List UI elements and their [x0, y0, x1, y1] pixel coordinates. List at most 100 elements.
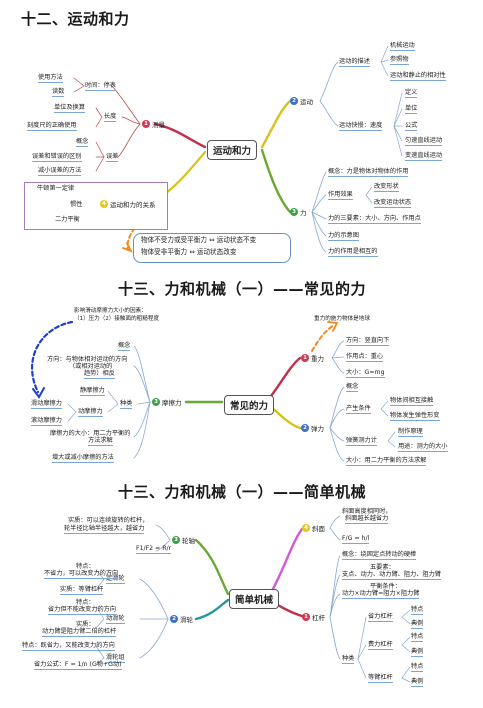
motion-fast: 运动快慢：速度	[339, 122, 383, 131]
lever-kind: 种类	[342, 655, 355, 664]
measure-error-diff: 误差和错误的区别	[32, 153, 82, 162]
badge-1: 1	[301, 354, 309, 362]
branch-lever-label: 杠杆	[312, 614, 325, 622]
group-formula: 省力公式：F = 1/n (G物+G动)	[34, 661, 122, 670]
branch-force-label: 力	[300, 209, 307, 217]
branch-elastic: 2 弹力	[301, 423, 324, 433]
incline-formula: F/G = h/l	[342, 535, 370, 544]
measure-error: 误差	[106, 153, 119, 162]
branch-relation: 4 运动和力的关系	[100, 199, 156, 209]
lever-five-1: 五要素：	[370, 564, 395, 571]
branch-pulley-label: 滑轮	[180, 616, 193, 624]
badge-3: 3	[290, 208, 298, 216]
speed-var: 变速直线运动	[405, 152, 443, 161]
move-feat-2: 省力但不能改变力的方向	[48, 606, 117, 615]
incline-line-2: 斜面越长越省力	[345, 515, 389, 524]
lever-balance-1: 平衡条件：	[370, 583, 401, 590]
lever-balance-2: 动力×动力臂=阻力×阻力臂	[342, 590, 420, 599]
friction-size-1: 摩擦力的大小：用二力平衡的	[50, 430, 131, 437]
motion-rel: 运动和静止的相对性	[390, 72, 446, 81]
note-friction-factors-2: （1）压力（2）接触面的粗糙程度	[74, 316, 160, 322]
branch-wheel-axle: 3 轮轴	[172, 535, 195, 545]
section-title-common-forces: 十三、力和机械（一）——常见的力	[118, 280, 367, 298]
elastic-gauge: 弹簧测力计	[346, 437, 377, 446]
wheel-axle-line-1: 实质：可以连续旋转的杠杆，	[68, 517, 149, 524]
branch-friction: 3 摩擦力	[152, 397, 182, 407]
fixed-feat-1: 特点：	[76, 563, 95, 570]
friction-dir-1: 方向：与物体相对运动的方向	[47, 356, 128, 363]
measure-read: 读数	[52, 88, 65, 97]
motion-desc: 运动的描述	[339, 58, 370, 67]
measure-error-reduce: 减小误差的方法	[38, 167, 82, 176]
gravity-point: 作用点：重心	[346, 353, 384, 362]
group-feat: 特点：既省力，又能改变力的方向	[22, 642, 115, 651]
lever-concept: 概念：绕固定点转动的硬棒	[342, 551, 417, 560]
speed-uniform: 匀速直线运动	[405, 137, 443, 146]
branch-incline-label: 斜面	[312, 525, 325, 533]
gauge-use: 用途：测力的大小	[398, 443, 448, 452]
force-effect-shape: 改变形状	[374, 183, 399, 192]
measure-ruler: 刻度尺的正确使用	[27, 122, 77, 131]
branch-lever: 1 杠杆	[302, 612, 325, 622]
note-gravity-source: 重力的施力物体是地球	[314, 316, 370, 322]
speed-formula: 公式	[405, 122, 418, 131]
friction-dir-3: 趋势）相反	[84, 370, 115, 379]
friction-change: 增大或减小摩擦的方法	[52, 454, 114, 463]
branch-wheel-axle-label: 轮轴	[182, 537, 195, 545]
relation-newton: 牛顿第一定律	[37, 185, 75, 192]
relation-inertia: 惯性	[70, 201, 83, 208]
branch-motion: 2 运动	[290, 96, 313, 106]
branch-measure-label: 测量	[152, 121, 165, 129]
lever-equal-ex: 典例	[411, 678, 424, 687]
elastic-cond-2: 物体发生弹性形变	[390, 412, 440, 421]
incline-line-1: 斜面高度相同时，	[342, 508, 392, 515]
relation-balance: 二力平衡	[55, 216, 80, 223]
elastic-size: 大小：用二力平衡的方法求解	[346, 457, 427, 466]
relation-group-box	[24, 182, 168, 230]
force-effect: 作用效果	[328, 191, 353, 200]
friction-dir-2: （或相对运动的	[69, 363, 113, 370]
badge-2: 2	[301, 424, 309, 432]
fixed-essence: 实质：等臂杠杆	[60, 586, 104, 595]
force-diagram: 力的示意图	[328, 232, 359, 241]
elastic-cond-1: 物体间相互接触	[390, 397, 434, 406]
branch-motion-label: 运动	[300, 98, 313, 106]
gravity-size: 大小：G=mg	[346, 369, 385, 378]
elastic-concept: 概念	[346, 383, 359, 392]
force-effect-state: 改变运动状态	[374, 199, 412, 208]
lever-save-feat: 特点	[411, 606, 424, 615]
center-node-common-forces: 常见的力	[224, 395, 275, 415]
section-title-motion-force: 十二、运动和力	[21, 10, 130, 28]
note-friction-factors-1: 影响滑动摩擦力大小的因素：	[74, 308, 147, 314]
condition-line-1: 物体不受力或受平衡力 ⇔ 运动状态不变	[141, 236, 257, 244]
force-three: 力的三要素：大小、方向、作用点	[328, 215, 421, 224]
gauge-make: 制作原理	[398, 428, 423, 437]
branch-elastic-label: 弹力	[311, 425, 324, 433]
friction-dynamic: 动摩擦力	[78, 408, 103, 417]
friction-slide: 滑动摩擦力	[31, 400, 62, 409]
force-concept: 概念：力是物体对物体的作用	[328, 168, 409, 177]
badge-3: 3	[172, 536, 180, 544]
gravity-dir: 方向：竖直向下	[346, 337, 390, 346]
section-title-simple-machines: 十三、力和机械（一）——简单机械	[118, 483, 367, 501]
center-node-motion-force: 运动和力	[207, 140, 258, 160]
wheel-axle-line-2: 轮半径比轴半径越大，越省力	[64, 525, 145, 534]
lever-cost-feat: 特点	[411, 633, 424, 642]
pulley-move: 动滑轮	[106, 615, 125, 624]
motion-mech: 机械运动	[390, 42, 415, 51]
speed-def: 定义	[405, 89, 418, 98]
branch-friction-label: 摩擦力	[162, 399, 182, 407]
branch-incline: 4 斜面	[302, 523, 325, 533]
branch-measure: 1 测量	[142, 119, 165, 129]
lever-cost: 费力杠杆	[368, 641, 393, 650]
center-node-simple-machines: 简单机械	[229, 589, 280, 609]
lever-save: 省力杠杆	[368, 613, 393, 622]
force-mutual: 力的作用是相互的	[328, 248, 378, 257]
move-essence-1: 实质：	[76, 621, 95, 628]
lever-save-ex: 典例	[411, 620, 424, 629]
condition-line-2: 物体受非平衡力 ⇔ 运动状态改变	[141, 248, 237, 256]
badge-1: 1	[142, 120, 150, 128]
branch-pulley: 2 滑轮	[170, 614, 193, 624]
condition-box	[133, 233, 291, 263]
